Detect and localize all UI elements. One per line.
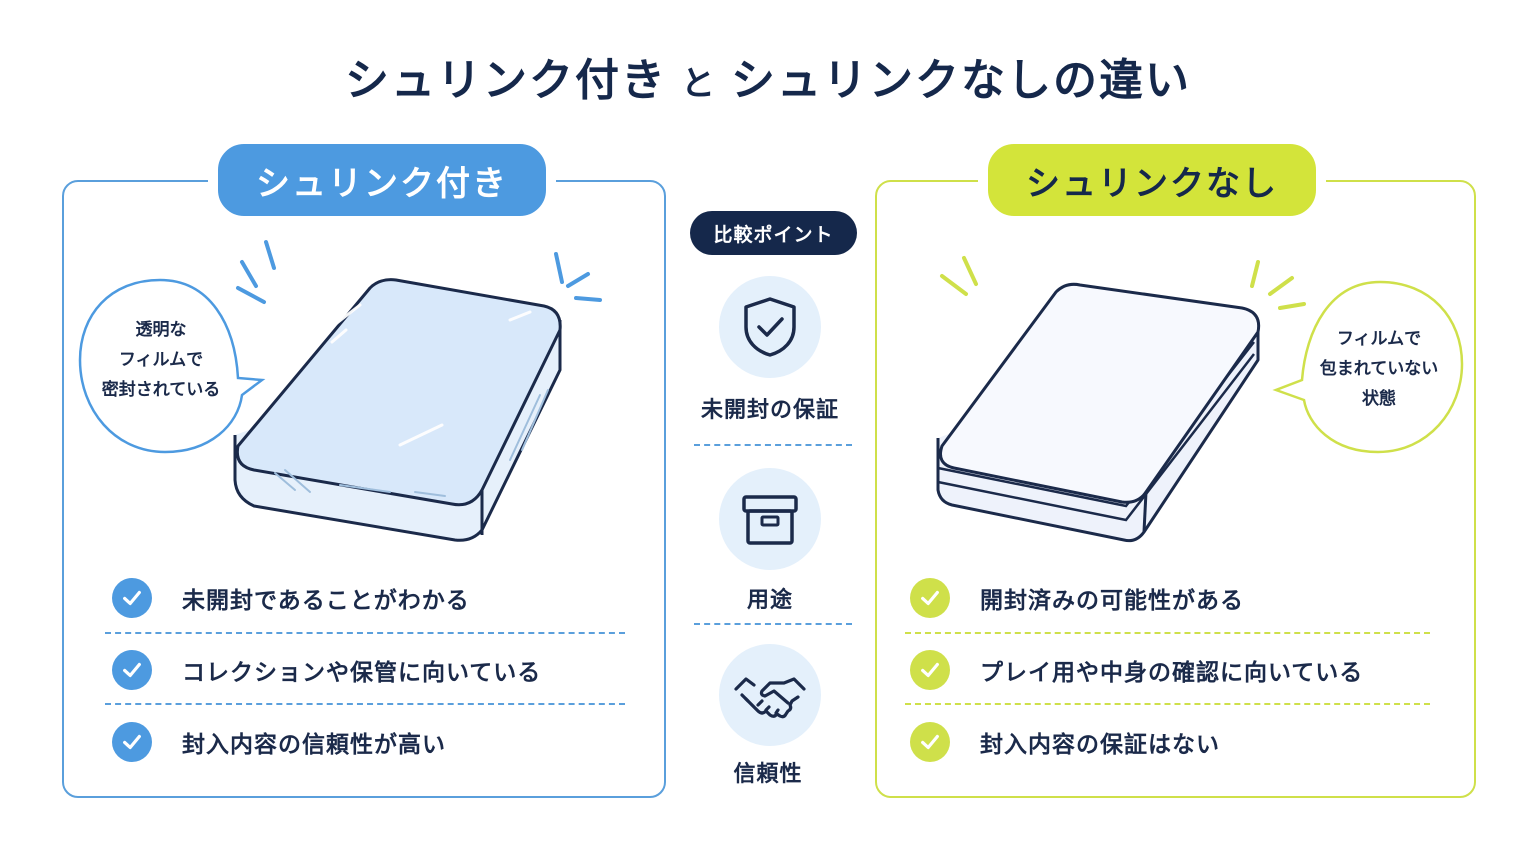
- unwrapped-bubble-text: フィルムで 包まれていない 状態: [1319, 329, 1439, 409]
- point-label-reliability: 信頼性: [733, 762, 803, 787]
- check-icon: [112, 578, 152, 618]
- right-feature-3: 封入内容の保証はない: [910, 722, 1220, 762]
- sparkle-left-icon: [236, 240, 276, 304]
- title-part1: シュリンク付き: [345, 55, 667, 106]
- left-feature-text: 未開封であることがわかる: [182, 588, 470, 614]
- unwrapped-card-deck-illustration: [936, 256, 1464, 543]
- speech-bubble-left: [78, 278, 266, 454]
- left-feature-text: 封入内容の信頼性が高い: [182, 732, 446, 758]
- left-feature-text: コレクションや保管に向いている: [182, 660, 542, 686]
- divider: [105, 632, 625, 634]
- handshake-icon: [734, 677, 806, 719]
- right-feature-2: プレイ用や中身の確認に向いている: [910, 650, 1363, 690]
- divider: [694, 623, 852, 625]
- unwrapped-heading: シュリンクなし: [978, 134, 1326, 226]
- sparkle-right-icon: [554, 252, 602, 302]
- shrink-wrapped-heading: シュリンク付き: [208, 134, 556, 226]
- wrapped-card-deck-illustration: [78, 240, 602, 542]
- left-feature-3: 封入内容の信頼性が高い: [112, 722, 446, 762]
- shrink-bubble-text: 透明な フィルムで 密封されている: [101, 320, 221, 400]
- comparison-points-badge: 比較ポイント: [690, 211, 857, 255]
- left-feature-2: コレクションや保管に向いている: [112, 650, 541, 690]
- sparkle-left-icon: [940, 256, 978, 296]
- right-feature-1: 開封済みの可能性がある: [910, 578, 1244, 618]
- divider: [105, 703, 625, 705]
- check-icon: [112, 722, 152, 762]
- divider: [905, 703, 1430, 705]
- divider: [905, 632, 1430, 634]
- check-icon: [112, 650, 152, 690]
- point-label-unopened: 未開封の保証: [700, 398, 839, 423]
- title-conjunction: と: [681, 64, 717, 104]
- right-feature-text: プレイ用や中身の確認に向いている: [980, 660, 1364, 686]
- sparkle-right-icon: [1250, 260, 1306, 310]
- left-feature-1: 未開封であることがわかる: [112, 578, 470, 618]
- point-circle: [719, 276, 821, 378]
- check-icon: [910, 650, 950, 690]
- right-feature-text: 開封済みの可能性がある: [980, 588, 1244, 614]
- point-label-usage: 用途: [746, 588, 793, 613]
- point-circle: [719, 644, 821, 746]
- check-icon: [910, 578, 950, 618]
- point-circle: [719, 468, 821, 570]
- divider: [694, 444, 852, 446]
- box-icon: [742, 495, 798, 545]
- right-feature-text: 封入内容の保証はない: [980, 732, 1220, 758]
- page-title: シュリンク付きとシュリンクなしの違い: [0, 44, 1536, 108]
- check-icon: [910, 722, 950, 762]
- shield-check-icon: [744, 297, 796, 357]
- title-part2: シュリンクなしの違い: [731, 55, 1191, 106]
- speech-bubble-right: [1272, 280, 1464, 454]
